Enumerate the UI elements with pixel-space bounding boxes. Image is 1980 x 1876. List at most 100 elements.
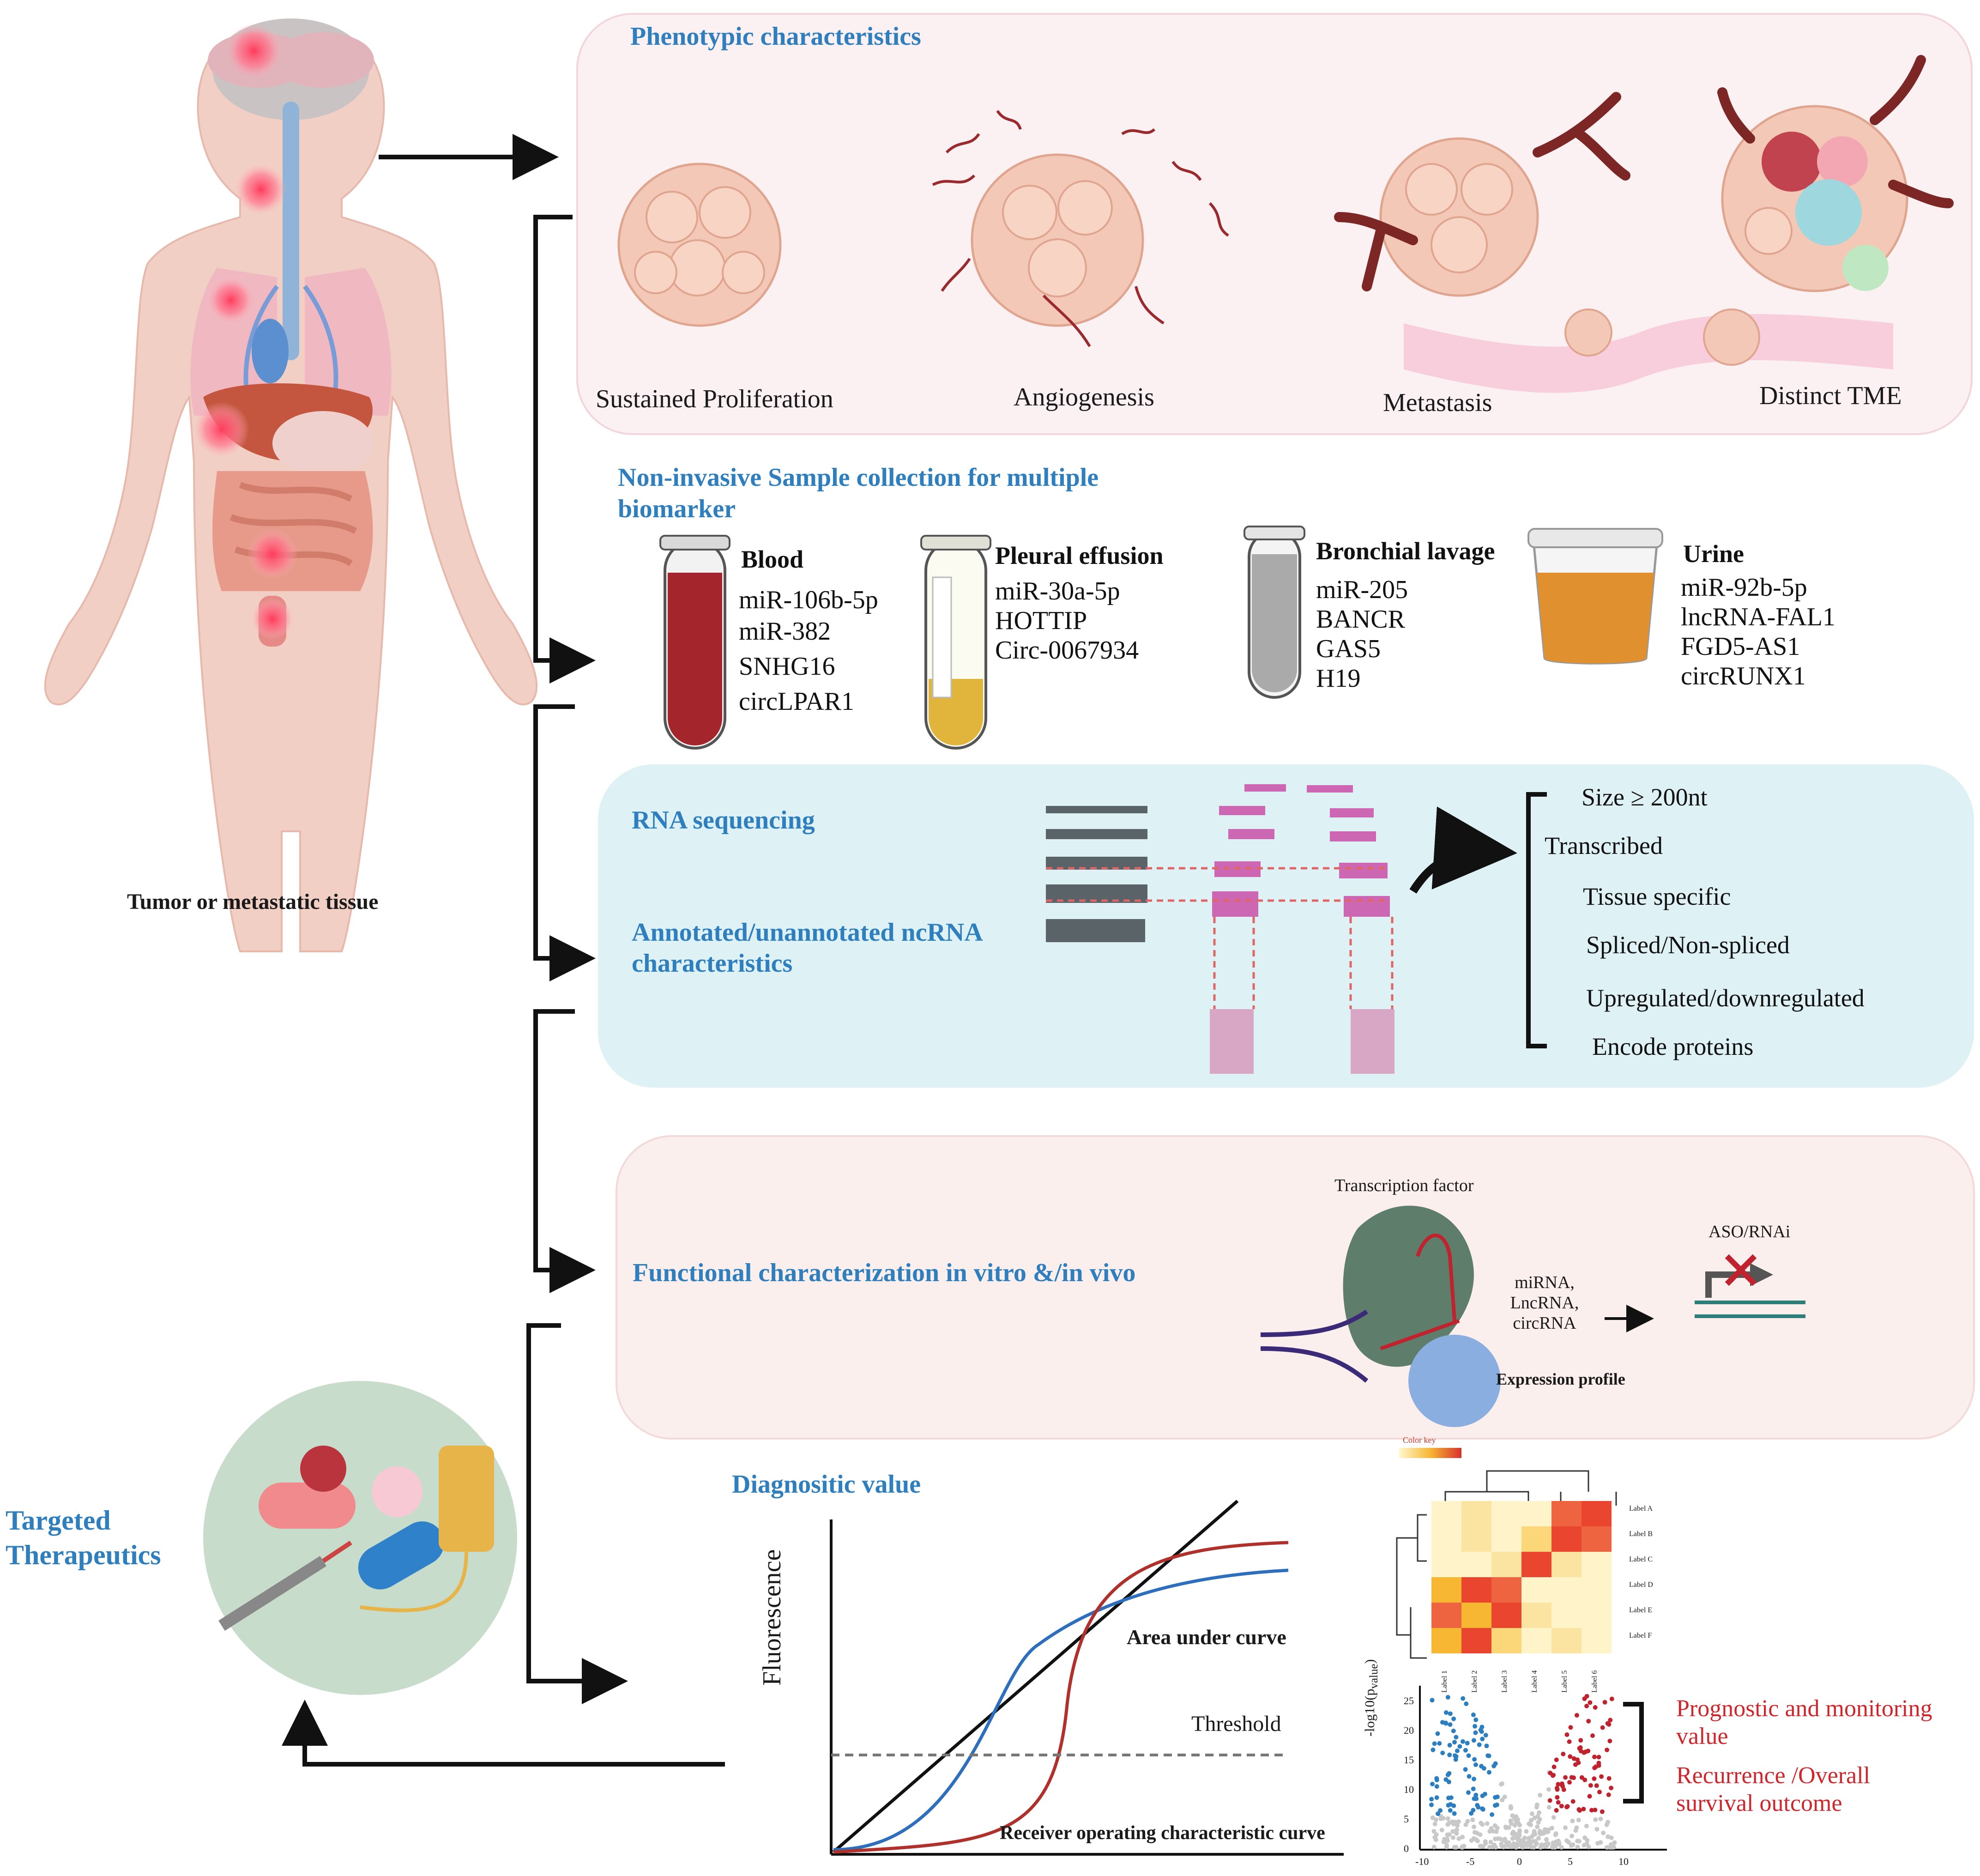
- volcano-point: [1433, 1817, 1438, 1822]
- volcano-point: [1596, 1761, 1601, 1766]
- volcano-point: [1473, 1730, 1478, 1735]
- volcano-plot: [1419, 1686, 1667, 1851]
- volcano-point: [1583, 1749, 1588, 1754]
- volcano-point: [1477, 1742, 1482, 1747]
- phenotype-label-angiogenesis: Angiogenesis: [1014, 383, 1154, 412]
- volcano-point: [1560, 1784, 1565, 1789]
- blood-marker-list: miR-106b-5p miR-382 SNHG16 circLPAR1: [739, 584, 878, 717]
- volcano-point: [1437, 1741, 1442, 1746]
- volcano-point: [1589, 1808, 1594, 1813]
- volcano-point: [1567, 1780, 1572, 1785]
- volcano-point: [1494, 1802, 1499, 1807]
- volcano-point: [1438, 1808, 1443, 1813]
- volcano-point: [1536, 1836, 1541, 1841]
- pleural-heading: Pleural effusion: [995, 542, 1164, 569]
- volcano-point: [1499, 1797, 1504, 1803]
- blood-marker: circLPAR1: [739, 687, 854, 716]
- volcano-point: [1488, 1840, 1493, 1845]
- volcano-point: [1464, 1701, 1469, 1707]
- roc-label: Receiver operating characteristic curve: [1000, 1822, 1325, 1844]
- volcano-point: [1607, 1738, 1612, 1743]
- volcano-point: [1430, 1781, 1435, 1786]
- volcano-point: [1472, 1796, 1477, 1801]
- rna-type: circRNA: [1513, 1313, 1576, 1333]
- volcano-y-tick: 15: [1404, 1754, 1414, 1766]
- volcano-x-tick: -10: [1415, 1856, 1429, 1867]
- volcano-y-tick: 5: [1404, 1813, 1409, 1825]
- volcano-point: [1608, 1718, 1613, 1723]
- volcano-point: [1434, 1832, 1439, 1837]
- volcano-point: [1434, 1795, 1439, 1800]
- volcano-point: [1431, 1829, 1437, 1834]
- volcano-point: [1594, 1783, 1599, 1788]
- volcano-point: [1509, 1844, 1513, 1849]
- volcano-point: [1546, 1805, 1551, 1810]
- volcano-point: [1596, 1755, 1601, 1760]
- pleural-marker: HOTTIP: [995, 606, 1087, 635]
- transcription-factor-label: Transcription factor: [1334, 1176, 1474, 1195]
- volcano-point: [1575, 1845, 1580, 1850]
- heatmap-row-label: Label D: [1629, 1581, 1653, 1589]
- volcano-point: [1590, 1733, 1595, 1738]
- volcano-y-tick: 0: [1404, 1843, 1409, 1854]
- volcano-point: [1429, 1797, 1434, 1802]
- volcano-point: [1473, 1762, 1478, 1767]
- volcano-point: [1473, 1792, 1479, 1797]
- volcano-point: [1443, 1710, 1449, 1715]
- blood-marker: miR-106b-5p: [739, 586, 878, 614]
- volcano-point: [1588, 1783, 1593, 1788]
- volcano-point: [1465, 1819, 1470, 1824]
- volcano-point: [1466, 1790, 1471, 1795]
- volcano-y-tick: 20: [1404, 1725, 1414, 1736]
- volcano-point: [1576, 1817, 1581, 1822]
- property-item: Encode proteins: [1592, 1033, 1754, 1060]
- volcano-point: [1554, 1785, 1559, 1791]
- threshold-label: Threshold: [1191, 1712, 1281, 1736]
- volcano-point: [1447, 1832, 1452, 1837]
- volcano-point: [1609, 1696, 1614, 1701]
- prognostic-line: Prognostic and monitoring: [1676, 1695, 1932, 1722]
- volcano-point: [1600, 1725, 1605, 1730]
- volcano-point: [1480, 1844, 1485, 1849]
- bronchial-heading: Bronchial lavage: [1316, 537, 1495, 565]
- volcano-point: [1483, 1733, 1488, 1738]
- rna-sequencing-panel: [598, 764, 1974, 1088]
- heatmap-row-label: Label B: [1629, 1530, 1653, 1538]
- volcano-point: [1547, 1798, 1552, 1803]
- volcano-point: [1612, 1840, 1617, 1845]
- pleural-marker-list: miR-30a-5p HOTTIP Circ-0067934: [995, 576, 1139, 665]
- volcano-point: [1601, 1830, 1606, 1835]
- volcano-point: [1571, 1756, 1576, 1761]
- volcano-point: [1582, 1778, 1588, 1782]
- volcano-point: [1503, 1837, 1508, 1842]
- property-item: Upregulated/downregulated: [1586, 984, 1865, 1012]
- bronchial-marker: H19: [1316, 664, 1361, 693]
- volcano-point: [1557, 1841, 1562, 1846]
- volcano-point: [1597, 1790, 1602, 1795]
- volcano-point: [1471, 1713, 1476, 1717]
- volcano-point: [1463, 1748, 1468, 1753]
- heatmap-col-label: Label 3: [1501, 1670, 1509, 1693]
- volcano-point: [1555, 1795, 1560, 1800]
- rnaseq-subtitle-line1: Annotated/unannotated ncRNA: [632, 918, 983, 947]
- volcano-point: [1493, 1845, 1498, 1850]
- property-item: Transcribed: [1545, 832, 1663, 859]
- volcano-point: [1563, 1775, 1568, 1780]
- volcano-point: [1593, 1705, 1598, 1710]
- expression-profile-label: Expression profile: [1496, 1370, 1625, 1388]
- volcano-point: [1452, 1845, 1457, 1850]
- volcano-point: [1471, 1808, 1476, 1813]
- volcano-point: [1519, 1840, 1524, 1846]
- property-item: Spliced/Non-spliced: [1586, 931, 1790, 959]
- volcano-point: [1508, 1804, 1513, 1809]
- volcano-point: [1493, 1795, 1498, 1800]
- volcano-point: [1461, 1739, 1465, 1744]
- volcano-point: [1451, 1728, 1456, 1733]
- volcano-point: [1571, 1775, 1576, 1780]
- therapeutics-illustration: [203, 1381, 517, 1695]
- volcano-point: [1446, 1803, 1451, 1808]
- samples-title-line2: biomarker: [618, 495, 736, 523]
- therapeutics-title-line2: Therapeutics: [6, 1540, 161, 1570]
- volcano-point: [1599, 1774, 1604, 1779]
- volcano-point: [1605, 1721, 1610, 1726]
